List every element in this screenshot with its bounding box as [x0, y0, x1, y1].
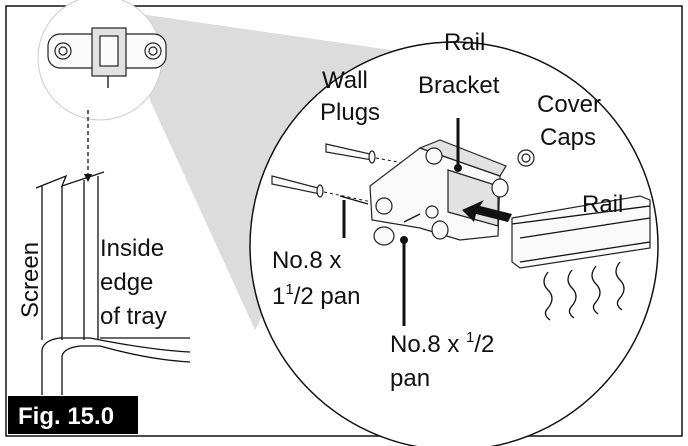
label-cover: Cover [537, 91, 601, 118]
label-caps: Caps [540, 124, 596, 151]
label-inside: Inside [100, 235, 164, 262]
label-screw-short-line2: pan [390, 365, 430, 392]
label-screw-short-line1: No.8 x 1/2 [390, 329, 494, 358]
rail-bracket [339, 139, 535, 246]
label-of-tray: of tray [100, 303, 167, 330]
figure-frame [5, 5, 683, 437]
label-rail: Rail [582, 191, 623, 218]
label-edge: edge [100, 269, 153, 296]
detail-circle [249, 41, 659, 446]
wall-plugs [271, 143, 421, 203]
label-screw-long-line2: 11/2 pan [272, 281, 360, 310]
label-screen: Screen [17, 242, 44, 318]
label-screw-long-line1: No.8 x [272, 247, 341, 274]
arrow-left-icon [462, 200, 512, 222]
rail [511, 195, 651, 321]
figure-badge [8, 396, 138, 434]
label-bracket: Bracket [418, 72, 500, 99]
figure-label: Fig. 15.0 [18, 403, 114, 430]
top-view-detail [37, 0, 167, 121]
label-plugs: Plugs [320, 99, 380, 126]
screen-section [35, 171, 191, 395]
label-wall: Wall [322, 67, 368, 94]
label-rail-top: Rail [444, 29, 485, 56]
leader-lines [342, 118, 462, 326]
